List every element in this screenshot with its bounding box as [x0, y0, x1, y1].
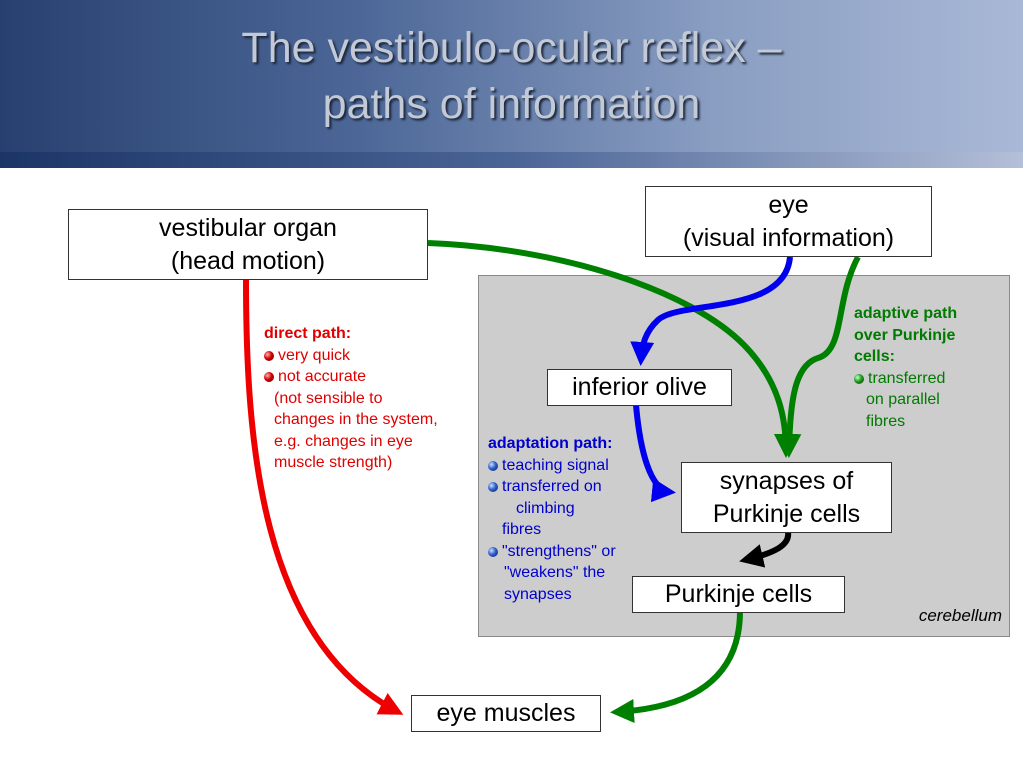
slide-title-line-2: paths of information: [322, 80, 701, 128]
inferior-olive-label: inferior olive: [572, 373, 707, 401]
adaptation-path-detail: synapses: [504, 585, 572, 603]
adaptation-path-detail: "weakens" the: [504, 564, 606, 581]
adaptation-path-detail: climbing: [516, 499, 575, 517]
direct-path-item: very quick: [264, 345, 438, 367]
eye-to-synapses-arrow: [777, 255, 861, 458]
synapses-to-purkinje-arrow: [739, 531, 792, 568]
bullet-icon: [488, 482, 498, 492]
inferior-olive-box: inferior olive: [547, 369, 732, 406]
cerebellum-label: cerebellum: [918, 606, 1002, 625]
purkinje-to-muscles-arrow: [610, 610, 743, 724]
direct-path-title: direct path:: [264, 325, 352, 342]
bullet-icon: [264, 372, 274, 382]
eye-sublabel: (visual information): [682, 223, 895, 252]
adaptation-path-detail: fibres: [502, 521, 542, 538]
olive-to-synapses-arrow: [633, 404, 676, 503]
adaptive-path-detail: on parallel: [866, 391, 940, 408]
direct-path-arrow: [243, 279, 404, 715]
adaptive-path-item: transferred: [854, 368, 957, 390]
adaptive-path-title: over Purkinje: [854, 326, 956, 344]
adaptation-path-title: adaptation path:: [488, 435, 613, 452]
bullet-icon: [488, 460, 498, 471]
bullet-icon: [264, 350, 274, 361]
synapses-sublabel: Purkinje cells: [712, 499, 861, 528]
adaptation-path-note: adaptation path: teaching signal transfe…: [488, 433, 616, 605]
title-underline-bar: [0, 152, 1023, 168]
direct-path-item: not accurate: [264, 366, 438, 388]
eye-to-olive-arrow: [630, 256, 793, 366]
eye-muscles-label: eye muscles: [436, 699, 576, 727]
slide-title-line-1: The vestibulo-ocular reflex –: [241, 24, 782, 72]
synapses-label: synapses of: [719, 466, 854, 495]
slide-title: The vestibulo-ocular reflex – paths of i…: [0, 20, 1023, 132]
adaptation-path-item: transferred on: [488, 476, 616, 498]
eye-label: eye: [768, 190, 809, 219]
vestibular-organ-label: vestibular organ: [159, 213, 337, 242]
adaptive-path-title: adaptive path: [854, 305, 958, 322]
eye-muscles-box: eye muscles: [411, 695, 601, 732]
vestibular-to-synapses-arrow: [427, 240, 798, 458]
eye-box: eye (visual information): [645, 186, 932, 257]
bullet-icon: [488, 546, 498, 557]
adaptive-path-note: adaptive path over Purkinje cells: trans…: [854, 303, 957, 432]
purkinje-cells-label: Purkinje cells: [664, 580, 813, 608]
adaptation-path-item: teaching signal: [488, 455, 616, 477]
direct-path-detail: (not sensible to: [274, 389, 383, 407]
direct-path-note: direct path: very quick not accurate (no…: [264, 323, 438, 474]
direct-path-detail: changes in the system,: [274, 411, 438, 428]
adaptive-path-title: cells:: [854, 348, 895, 365]
title-banner: [0, 0, 1023, 152]
direct-path-detail: muscle strength): [274, 454, 393, 471]
bullet-icon: [854, 373, 864, 384]
adaptive-path-detail: fibres: [866, 412, 906, 430]
direct-path-detail: e.g. changes in eye: [274, 432, 413, 450]
synapses-box: synapses of Purkinje cells: [681, 462, 892, 533]
purkinje-cells-box: Purkinje cells: [632, 576, 845, 613]
vestibular-organ-sublabel: (head motion): [170, 246, 326, 275]
adaptation-path-item: "strengthens" or: [488, 541, 616, 563]
vestibular-organ-box: vestibular organ (head motion): [68, 209, 428, 280]
